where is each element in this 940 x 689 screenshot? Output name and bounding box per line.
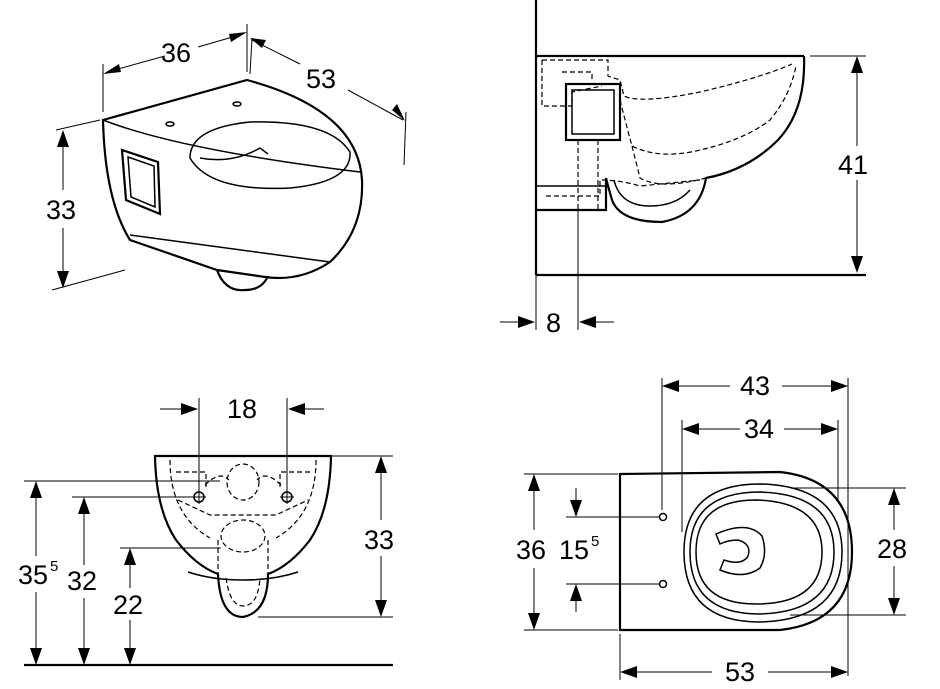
top-view: 43 34 36 15 5 28: [516, 371, 907, 687]
top-length-label: 53: [725, 657, 755, 687]
front-view: 18 33 22 32 35 5: [18, 394, 394, 667]
front-bolt-spacing-label: 18: [227, 394, 257, 424]
iso-width-label: 36: [161, 38, 191, 68]
top-outer-width-label: 43: [740, 371, 770, 401]
top-bolt-offset-superscript: 5: [591, 533, 599, 550]
side-offset-label: 8: [546, 308, 561, 338]
front-total-height-label: 35: [18, 560, 48, 590]
side-view: 41 8: [500, 0, 868, 338]
front-height-label: 33: [364, 525, 394, 555]
top-height-label: 36: [516, 535, 546, 565]
top-inner-width-label: 34: [744, 414, 774, 444]
top-bolt-offset-label: 15: [559, 535, 589, 565]
front-outlet-height-label: 22: [113, 590, 143, 620]
isometric-view: 36 53 33: [46, 24, 407, 292]
iso-height-label: 33: [46, 195, 76, 225]
front-bolt-height-label: 32: [67, 566, 97, 596]
iso-depth-label: 53: [306, 64, 336, 94]
top-bowl-depth-label: 28: [877, 534, 907, 564]
side-height-label: 41: [838, 150, 868, 180]
front-total-height-superscript: 5: [50, 558, 58, 575]
